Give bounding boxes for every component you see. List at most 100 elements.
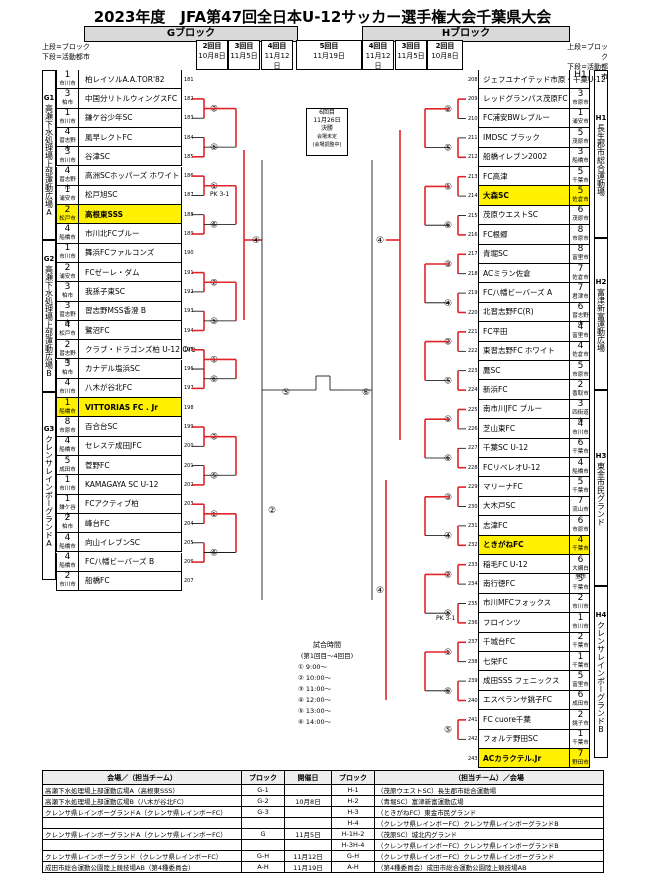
rank-city: 流山市 <box>572 507 589 514</box>
round-date: 11月19日 <box>313 52 345 60</box>
rank-number: 1 <box>64 108 71 119</box>
rank-city: 松戸市 <box>59 331 76 338</box>
match-number: ① <box>210 182 218 192</box>
venue-code: H4 <box>595 611 607 619</box>
venue-code: G1 <box>43 94 55 102</box>
schedule-cell: G-1 <box>241 784 285 796</box>
match-slot-number: 187 <box>184 192 194 199</box>
rank-city: 市川市 <box>572 623 589 630</box>
schedule-cell <box>284 784 332 796</box>
team-name: 茂原ウエストSC <box>483 210 538 220</box>
team-rank: H1 <box>569 69 591 89</box>
rank-number: 4 <box>64 127 71 138</box>
team-name: ときがねFC <box>483 540 524 550</box>
match-slot-number: 234 <box>468 581 478 588</box>
round-label: 2回目 <box>435 42 455 50</box>
match-slot-number: 214 <box>468 193 478 200</box>
team-name: FC cuore千葉 <box>483 714 531 724</box>
rank-number: 1 <box>577 612 584 623</box>
match-slot-number: 196 <box>184 366 194 373</box>
match-slot-number: 221 <box>468 328 478 335</box>
team-name: エスペランサ銚子FC <box>483 695 553 705</box>
team-name: 向山イレブンSC <box>85 537 140 547</box>
rank-city: 佐倉市 <box>572 352 589 359</box>
match-number: ⑤ <box>444 376 452 386</box>
rank-number: 6 <box>577 690 584 701</box>
legend-lower: 下段=活動都市 <box>42 53 90 61</box>
team-name: 八木が谷北FC <box>85 383 133 393</box>
legend-right: 上段=ブロック 下段=活動都市 <box>562 42 608 82</box>
match-number: ① <box>210 510 218 520</box>
match-slot-number: 232 <box>468 542 478 549</box>
schedule-cell: 11月19日 <box>284 861 332 873</box>
team-name: 七栄FC <box>483 656 508 666</box>
team-name: FCアクティブ柏 <box>85 499 139 509</box>
rank-city: 佐倉市 <box>572 196 589 203</box>
rank-number: 2 <box>64 571 71 582</box>
match-slot-number: 233 <box>468 561 478 568</box>
team-name: 谷津SC <box>85 151 110 161</box>
match-slot-number: 242 <box>468 736 478 743</box>
rank-number: 6 <box>577 515 584 526</box>
match-slot-number: 191 <box>184 269 194 276</box>
match-slot-number: 237 <box>468 639 478 646</box>
rank-number: 4 <box>64 166 71 176</box>
rank-city: 習志野市 <box>59 177 76 191</box>
final-box: 6回目 11月26日 決勝 会場未定 (会場調整中) <box>306 108 348 156</box>
pk-score: PK 3-1 <box>436 615 455 622</box>
rank-city: 市原市 <box>572 526 589 533</box>
schedule-cell: H-1 <box>331 784 375 796</box>
schedule-cell: H-2 <box>331 795 375 807</box>
team-name: 稲毛FC U-12 <box>483 559 528 569</box>
rank-number: 6 <box>577 554 584 565</box>
team-name: 高洲SCホッパーズ ホワイト <box>85 171 180 181</box>
team-name: 千葉SC U-12 <box>483 443 529 453</box>
match-slot-number: 210 <box>468 115 478 122</box>
venue-name: 高瀬下水処理場上部運動広場B <box>44 265 54 378</box>
team-name: 成田SSS フェニックス <box>483 676 560 686</box>
match-slot-number: 240 <box>468 697 478 704</box>
rank-number: 4 <box>577 418 584 429</box>
schedule-cell: （クレンサ県レインボーFC）クレンサ県レインボーグランド <box>374 850 604 862</box>
team-name: 峰台FC <box>85 518 110 528</box>
team-name: 鎌ケ谷少年SC <box>85 113 133 123</box>
match-slot-number: 230 <box>468 503 478 510</box>
match-slot-number: 226 <box>468 425 478 432</box>
venue-code: G3 <box>43 425 55 433</box>
rank-city: 千葉市 <box>572 643 589 650</box>
rank-number: 3 <box>577 399 584 410</box>
team-name: 鷺沼FC <box>85 325 110 335</box>
times-title: 試合時間 <box>313 641 341 649</box>
rank-city: 市川市 <box>59 119 76 126</box>
page-title: 2023年度 JFA第47回全日本U-12サッカー選手権大会千葉県大会 <box>93 8 552 26</box>
